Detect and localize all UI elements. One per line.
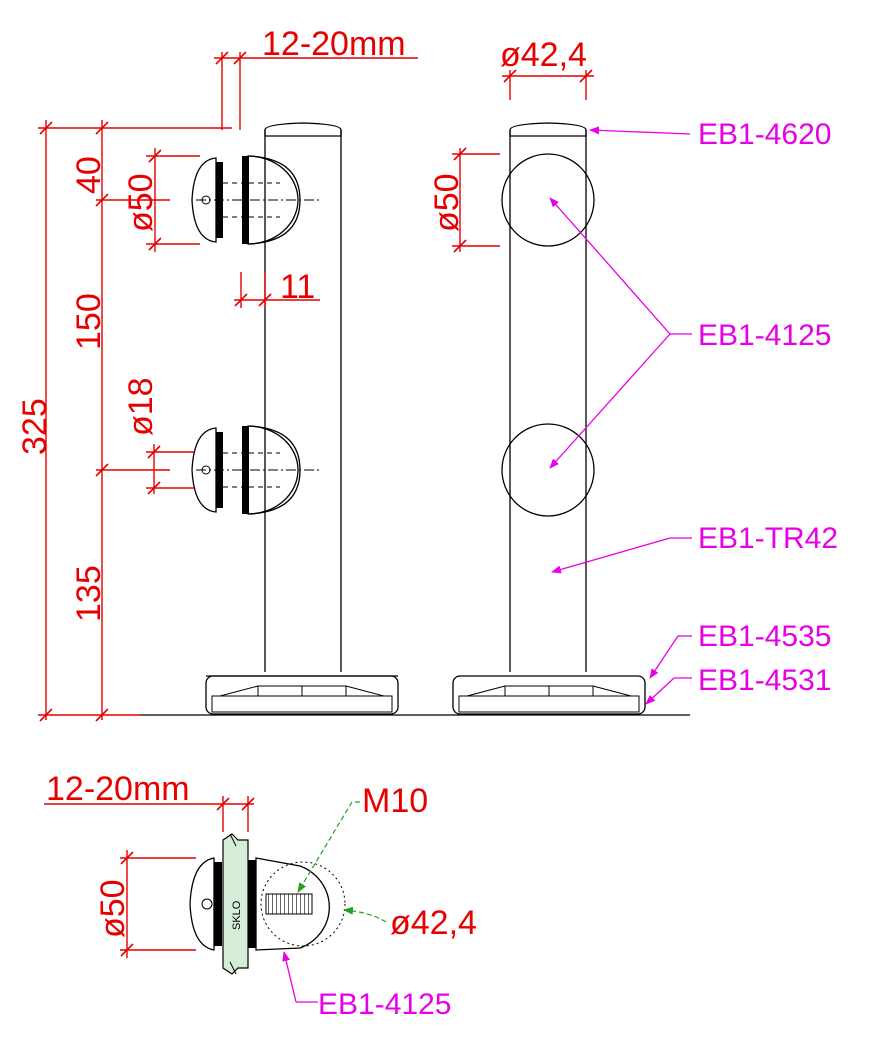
callout-tube: EB1-TR42: [551, 522, 838, 574]
right-post-cap: [509, 122, 587, 137]
dim-clamp-diameter-left: ø50: [122, 148, 200, 252]
section-gasket-outer: [214, 862, 222, 946]
dim-glass-top-label: 12-20mm: [262, 25, 406, 63]
section-outer-disk: [189, 857, 215, 951]
dim-glass-top: 12-20mm: [214, 25, 418, 130]
left-elevation: 12-20mm 325 40 150 135: [16, 25, 690, 722]
dim-hole-diameter: ø18: [122, 377, 194, 495]
left-clamp-upper: [191, 155, 322, 245]
callout-base-plate-label: EB1-4531: [698, 664, 831, 697]
right-base: [452, 675, 646, 715]
right-clamp-upper: [501, 153, 595, 247]
callout-post-diameter-label: ø42,4: [390, 904, 477, 942]
section-screw: [201, 898, 213, 910]
dim-clamp-gap-label: 11: [280, 268, 315, 306]
callout-clamp-bottom: EB1-4125: [282, 951, 451, 1021]
dim-bottom-offset-label: 135: [70, 565, 108, 622]
right-clamp-lower: [501, 423, 595, 517]
dim-glass-bottom-label: 12-20mm: [46, 770, 190, 808]
right-elevation: ø42,4 ø50 EB1-4620 EB1-4125 EB1-TR42: [428, 36, 838, 715]
callout-clamp-label: EB1-4125: [698, 319, 831, 352]
callout-cap-label: EB1-4620: [698, 118, 831, 151]
dim-overall-height-label: 325: [16, 398, 54, 455]
dim-clamp-diameter-bottom-label: ø50: [94, 879, 132, 938]
left-base: [205, 675, 399, 715]
callout-base-cover-label: EB1-4535: [698, 620, 831, 653]
dim-post-diameter-top: ø42,4: [500, 36, 594, 100]
section-view: SKLO 12-20mm ø50: [44, 770, 477, 1021]
dim-chain: 40 150 135: [70, 120, 170, 722]
callout-thread-label: M10: [362, 782, 428, 820]
callout-base-plate: EB1-4531: [645, 664, 831, 705]
callout-base-cover: EB1-4535: [649, 620, 831, 679]
section-thread: [265, 893, 313, 915]
callout-cap: EB1-4620: [589, 118, 831, 151]
callout-post-diameter: ø42,4: [343, 904, 477, 942]
dim-clamp-diameter-right: ø50: [428, 147, 500, 253]
dim-post-diameter-top-label: ø42,4: [500, 36, 587, 74]
dim-top-offset-label: 40: [70, 156, 108, 194]
dim-glass-bottom: 12-20mm: [44, 770, 255, 832]
left-post-cap: [264, 122, 342, 137]
section-post-outline: [260, 861, 346, 947]
dim-overall-height: 325: [16, 120, 232, 722]
dim-clamp-spacing-label: 150: [70, 293, 108, 350]
dim-clamp-diameter-bottom: ø50: [94, 850, 196, 958]
callout-thread: M10: [297, 782, 428, 893]
callout-clamp: EB1-4125: [549, 197, 831, 469]
left-clamp-lower: [191, 425, 322, 515]
glass-panel: [222, 833, 249, 975]
callout-tube-label: EB1-TR42: [698, 522, 838, 555]
glass-label: SKLO: [231, 900, 243, 930]
callout-clamp-bottom-label: EB1-4125: [318, 988, 451, 1021]
dim-clamp-diameter-right-label: ø50: [428, 173, 466, 232]
section-gasket-inner: [248, 860, 256, 948]
dim-clamp-diameter-left-label: ø50: [122, 173, 160, 232]
dim-hole-diameter-label: ø18: [122, 377, 160, 436]
dim-clamp-gap: 11: [234, 268, 320, 308]
